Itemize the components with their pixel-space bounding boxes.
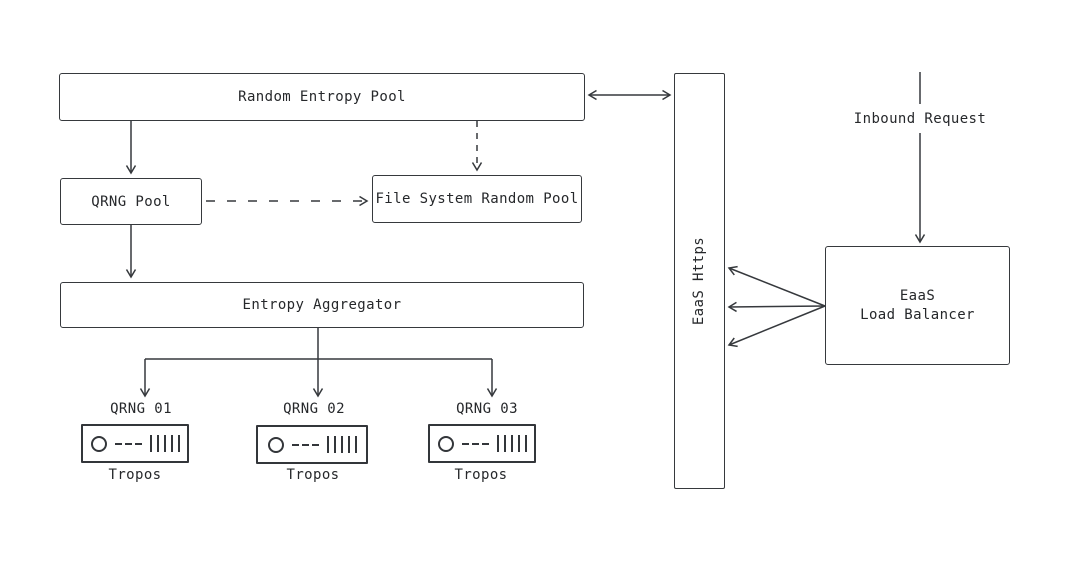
- device-dashes-icon: [461, 442, 489, 445]
- node-eaas-https: EaaS Https: [674, 73, 725, 489]
- node-random-entropy-pool: Random Entropy Pool: [59, 73, 585, 121]
- eaas-https-label: EaaS Https: [691, 236, 708, 326]
- qrng-pool-label: QRNG Pool: [91, 193, 171, 210]
- eaas-load-balancer-line1: EaaS: [899, 287, 936, 304]
- qrng01-label: QRNG 01: [110, 401, 172, 417]
- device-led-icon: [267, 436, 284, 453]
- node-eaas-load-balancer: EaaS Load Balancer: [825, 246, 1010, 365]
- qrng02-caption: Tropos: [286, 467, 340, 483]
- device-vent-bars-icon: [149, 435, 180, 452]
- eaas-load-balancer-label: EaaS Load Balancer: [860, 287, 975, 325]
- qrng02-device: [256, 425, 368, 464]
- qrng02-label: QRNG 02: [283, 401, 345, 417]
- node-entropy-aggregator: Entropy Aggregator: [60, 282, 584, 328]
- device-vent-bars-icon: [326, 436, 357, 453]
- edge-lb-to-https-middle: [727, 301, 826, 313]
- device-dashes-icon: [114, 442, 142, 445]
- edge-lb-to-https-upper: [727, 265, 826, 307]
- random-entropy-pool-label: Random Entropy Pool: [238, 89, 406, 105]
- qrng01-caption: Tropos: [108, 467, 162, 483]
- node-file-system-random-pool: File System Random Pool: [372, 175, 582, 223]
- qrng01-device: [81, 424, 189, 463]
- qrng03-caption: Tropos: [454, 467, 508, 483]
- device-led-icon: [437, 435, 454, 452]
- file-system-random-pool-label: File System Random Pool: [375, 191, 579, 207]
- edge-lb-to-https-lower: [727, 305, 826, 348]
- device-vent-bars-icon: [496, 435, 527, 452]
- qrng03-device: [428, 424, 536, 463]
- entropy-aggregator-label: Entropy Aggregator: [242, 297, 402, 313]
- device-dashes-icon: [291, 443, 319, 446]
- node-qrng-pool: QRNG Pool: [60, 178, 202, 225]
- eaas-load-balancer-line2: Load Balancer: [860, 306, 975, 323]
- qrng03-label: QRNG 03: [456, 401, 518, 417]
- device-led-icon: [90, 435, 107, 452]
- inbound-request-label: Inbound Request: [853, 111, 987, 127]
